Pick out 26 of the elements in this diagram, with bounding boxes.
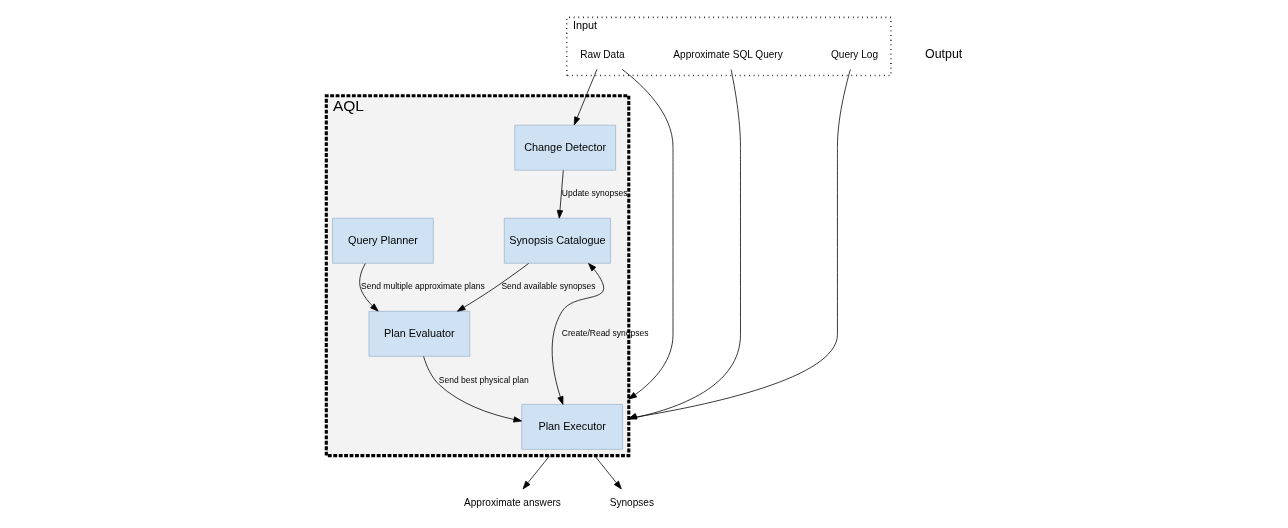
arrow [456, 263, 529, 312]
label: Output [924, 47, 962, 62]
arrow [522, 455, 550, 490]
arrow [422, 356, 522, 423]
arrow [551, 263, 604, 405]
node-text: Approximate SQL Query [672, 49, 783, 60]
arrow [627, 69, 741, 420]
arrow [358, 263, 379, 312]
arrow [621, 68, 673, 400]
node-text: Synopses [609, 496, 654, 508]
arrow [593, 455, 622, 490]
edge-label: Send multiple approximate plans [360, 281, 485, 292]
edge-label: Send best physical plan [438, 374, 529, 385]
node-box: Plan Evaluator [368, 310, 470, 357]
edge-label: Send available synopses [500, 281, 596, 292]
node-text: Approximate answers [463, 496, 561, 508]
arrow [627, 69, 851, 420]
node-box: Plan Executor [520, 404, 623, 450]
node-text: Query Log [830, 49, 878, 60]
arrow [573, 68, 597, 126]
node-box: Query Planner [331, 217, 434, 264]
node-box: Change Detector [513, 124, 616, 171]
arrow [556, 169, 564, 219]
edge-label: Update synopses [561, 188, 628, 199]
node-box: Synopsis Catalogue [503, 217, 611, 264]
node-text: Raw Data [579, 49, 625, 60]
